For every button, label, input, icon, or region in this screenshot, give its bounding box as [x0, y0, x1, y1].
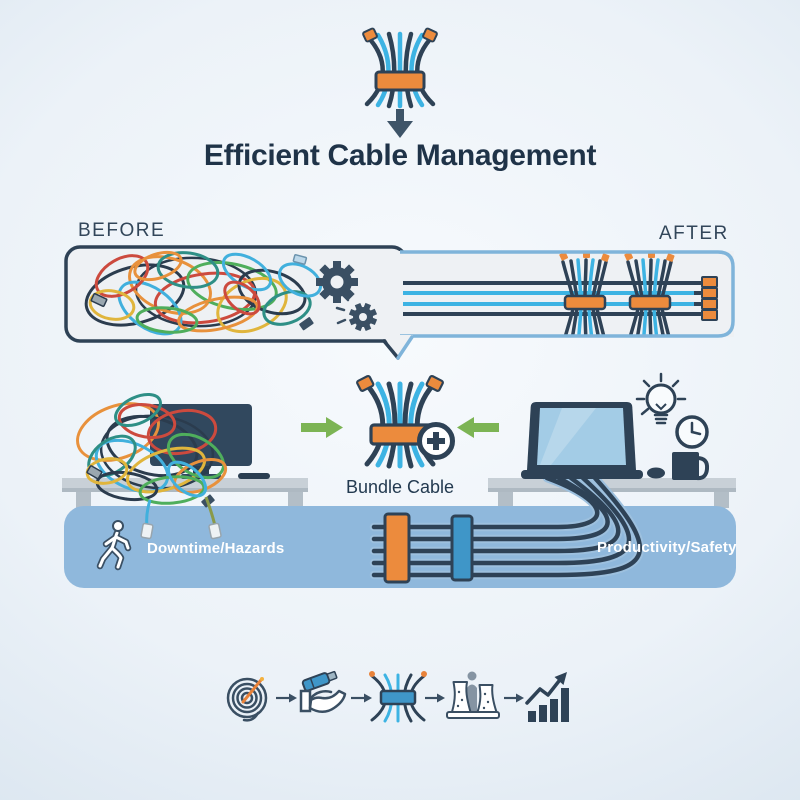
green-arrow-left-icon [301, 417, 343, 438]
blue-cable-tie [450, 514, 474, 582]
bundle-cable-label: Bundle Cable [345, 477, 455, 497]
page-title: Efficient Cable Management [203, 139, 597, 172]
mouse [647, 467, 665, 479]
organized-cable-run [369, 473, 645, 584]
lightbulb-icon [635, 372, 687, 425]
walking-person-icon [96, 520, 132, 571]
factory-icon [446, 671, 500, 719]
organized-cables-illustration [403, 252, 718, 335]
hand-with-cable-icon [299, 670, 347, 713]
bundle-cable-action-icon [356, 374, 455, 469]
after-label: AFTER [659, 223, 729, 244]
cable-coil-icon [226, 677, 268, 722]
gears-icon [316, 261, 378, 332]
green-arrow-right-icon [457, 417, 499, 438]
before-panel [64, 245, 408, 343]
clock-icon [675, 415, 709, 449]
before-label: BEFORE [78, 220, 166, 241]
cable-connectors [694, 276, 718, 321]
plus-circle-icon [417, 422, 455, 460]
flow-arrow-icon [504, 693, 524, 703]
bundled-cable-icon [369, 671, 427, 723]
mug-icon [672, 452, 710, 481]
flow-arrow-icon [351, 693, 372, 703]
growth-chart-icon [525, 672, 569, 722]
process-flow [226, 670, 569, 723]
bundle-cable-icon [362, 27, 438, 109]
orange-cable-tie [383, 512, 411, 584]
downtime-hazards-caption: Downtime/Hazards [147, 540, 285, 557]
desk-tangled-cables [76, 392, 228, 540]
flow-arrow-icon [276, 693, 297, 703]
down-arrow-icon [387, 109, 413, 138]
productivity-safety-caption: Productivity/Safety [597, 539, 737, 556]
laptop [521, 402, 643, 479]
spark-gear-icon [335, 293, 378, 332]
panel-tail [382, 335, 414, 360]
flow-arrow-icon [425, 693, 445, 703]
after-panel [399, 250, 735, 338]
tangled-cables-illustration [84, 250, 323, 336]
